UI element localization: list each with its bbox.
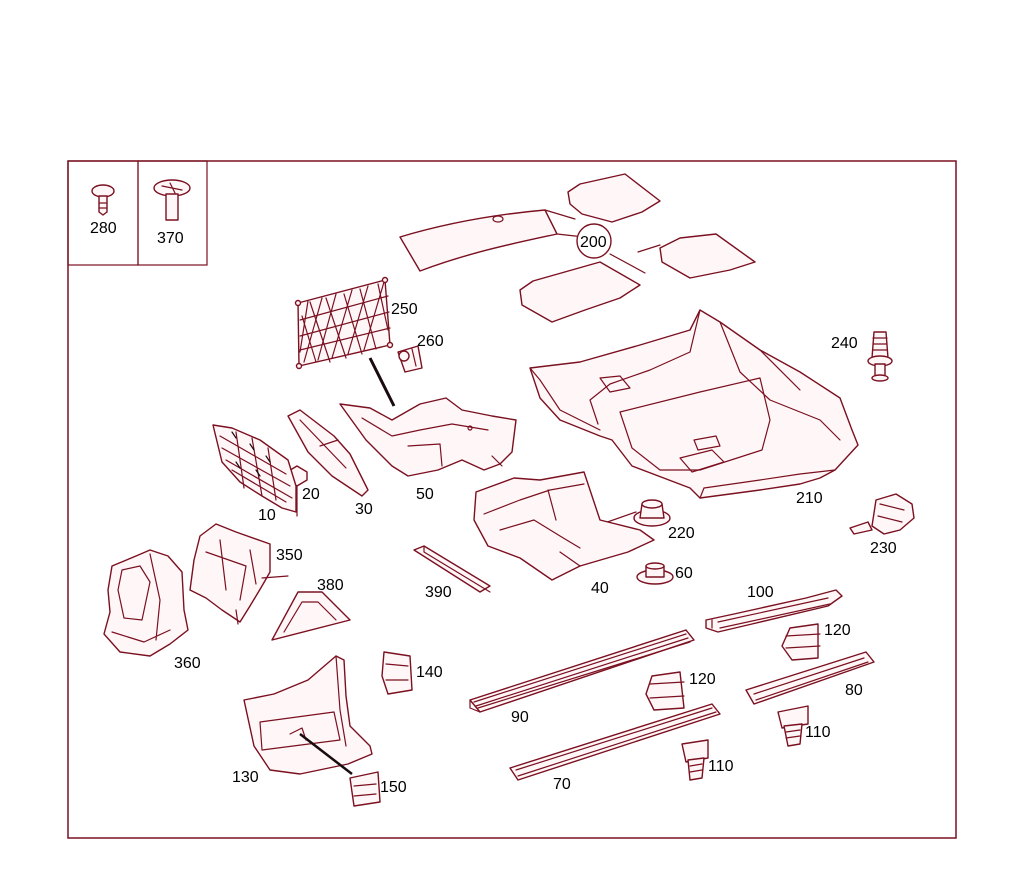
label-280: 280 [90, 220, 117, 237]
label-100: 100 [747, 584, 774, 601]
label-350: 350 [276, 547, 303, 564]
label-120-upper: 120 [824, 622, 851, 639]
label-140: 140 [416, 664, 443, 681]
label-380: 380 [317, 577, 344, 594]
label-390: 390 [425, 584, 452, 601]
part-200-floor-mats[interactable] [399, 173, 756, 323]
label-150: 150 [380, 779, 407, 796]
label-360: 360 [174, 655, 201, 672]
part-110-clip-left[interactable] [681, 739, 709, 781]
part-60-grommet[interactable] [636, 562, 674, 585]
part-250-cargo-net[interactable] [294, 276, 396, 407]
label-200: 200 [580, 234, 607, 251]
part-230-strap[interactable] [849, 493, 915, 535]
part-350-bracket[interactable] [189, 523, 289, 625]
part-390-strip[interactable] [413, 545, 491, 593]
label-370: 370 [157, 230, 184, 247]
label-230: 230 [870, 540, 897, 557]
part-120-clip-lower[interactable] [645, 671, 685, 711]
label-60: 60 [675, 565, 693, 582]
part-280-push-clip[interactable] [91, 184, 115, 216]
label-120-lower: 120 [689, 671, 716, 688]
part-140-clip[interactable] [381, 651, 413, 695]
part-370-screw[interactable] [153, 179, 191, 221]
label-110-right: 110 [805, 724, 831, 741]
part-90-step-plate[interactable] [469, 629, 695, 713]
label-110-left: 110 [708, 758, 734, 775]
label-80: 80 [845, 682, 863, 699]
part-240-fastener[interactable] [867, 331, 893, 382]
label-240: 240 [831, 335, 858, 352]
label-70: 70 [553, 776, 571, 793]
part-260-hook[interactable] [397, 345, 423, 373]
label-250: 250 [391, 301, 418, 318]
label-260: 260 [417, 333, 444, 350]
label-30: 30 [355, 501, 373, 518]
part-360-side-bolster[interactable] [103, 549, 189, 657]
part-10-panel[interactable] [212, 424, 297, 513]
label-20: 20 [302, 486, 320, 503]
part-380-triangle-panel[interactable] [271, 591, 351, 641]
part-120-clip-upper[interactable] [781, 623, 821, 661]
label-10: 10 [258, 507, 276, 524]
label-130: 130 [232, 769, 259, 786]
part-40-trunk-liner[interactable] [473, 471, 655, 581]
label-210: 210 [796, 490, 823, 507]
part-110-clip-right[interactable] [777, 705, 809, 747]
diagram-frame [67, 160, 957, 839]
part-30-trim[interactable] [287, 409, 369, 497]
part-150-clip[interactable] [349, 771, 381, 807]
label-220: 220 [668, 525, 695, 542]
label-50: 50 [416, 486, 434, 503]
part-220-cap[interactable] [595, 499, 671, 527]
label-90: 90 [511, 709, 529, 726]
part-130-side-trim[interactable] [243, 655, 373, 775]
part-70-sill-strip[interactable] [509, 703, 721, 781]
part-50-side-panel[interactable] [339, 397, 517, 477]
label-40: 40 [591, 580, 609, 597]
part-210-floor-carpet[interactable] [529, 309, 859, 499]
part-80-sill-frame[interactable] [745, 651, 875, 705]
inset-box-370 [137, 160, 208, 266]
part-100-sill-plate[interactable] [705, 589, 843, 633]
